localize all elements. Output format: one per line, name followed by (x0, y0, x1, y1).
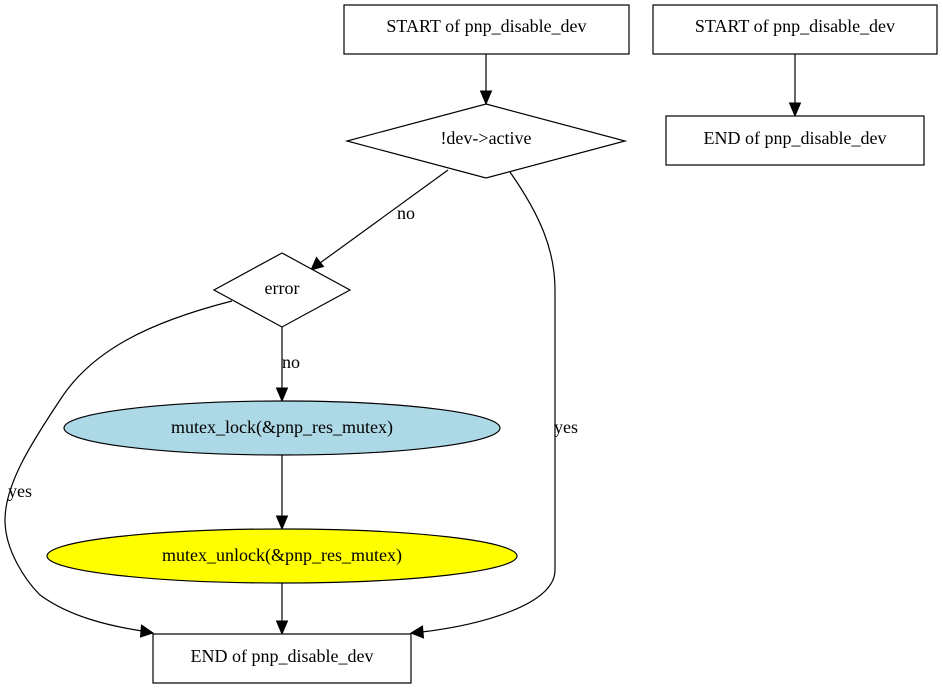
edge-mutex-lock-to-mutex-unlock (275, 455, 289, 531)
node-end-second: END of pnp_disable_dev (665, 115, 925, 166)
node-end-main: END of pnp_disable_dev (152, 633, 412, 684)
node-start-main-label: START of pnp_disable_dev (386, 16, 586, 36)
node-start-main: START of pnp_disable_dev (343, 4, 630, 55)
edge-second-start-to-end (788, 54, 802, 118)
node-end-main-label: END of pnp_disable_dev (191, 646, 374, 666)
node-start-second-label: START of pnp_disable_dev (695, 16, 895, 36)
edge-label-no-active: no (397, 203, 415, 223)
node-end-second-label: END of pnp_disable_dev (704, 128, 887, 148)
node-mutex-lock-label: mutex_lock(&pnp_res_mutex) (171, 417, 393, 438)
edge-label-yes-active: yes (554, 417, 578, 437)
node-mutex-unlock: mutex_unlock(&pnp_res_mutex) (46, 528, 518, 584)
node-active-check: !dev->active (344, 103, 628, 179)
node-active-check-label: !dev->active (440, 128, 531, 148)
edge-label-no-error: no (282, 352, 300, 372)
edge-error-check-to-end: yes (4, 300, 233, 638)
edge-mutex-unlock-to-end (275, 583, 289, 636)
edge-active-check-to-end: yes (409, 171, 578, 639)
node-mutex-lock: mutex_lock(&pnp_res_mutex) (63, 400, 501, 456)
edge-error-check-to-mutex-lock: no (275, 327, 300, 403)
node-error-check-label: error (265, 278, 300, 298)
edge-active-check-to-error-check: no (310, 169, 449, 271)
node-error-check: error (212, 252, 352, 328)
node-start-second: START of pnp_disable_dev (652, 4, 938, 55)
edge-label-yes-error: yes (8, 481, 32, 501)
edge-start-to-active-check (479, 54, 493, 106)
node-mutex-unlock-label: mutex_unlock(&pnp_res_mutex) (162, 545, 402, 566)
